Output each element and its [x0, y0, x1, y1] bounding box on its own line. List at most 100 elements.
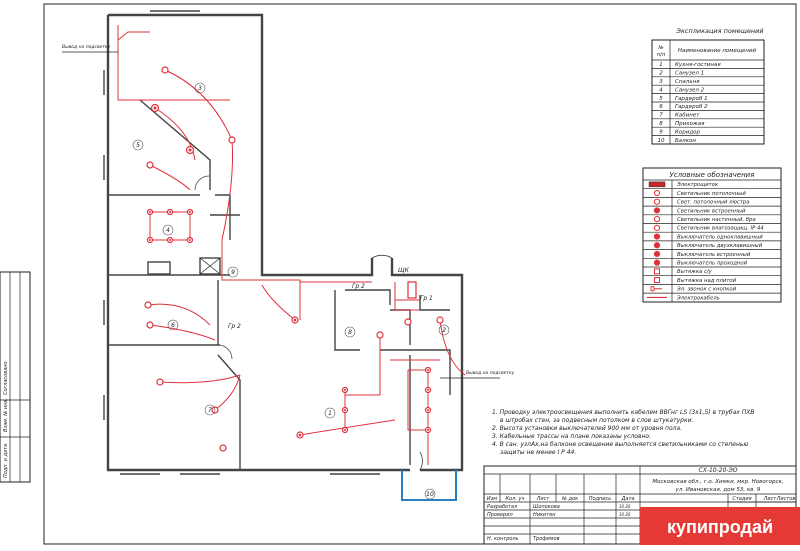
col-no-header: №: [657, 45, 663, 51]
note-line: 2. Высота установки выключателей 900 мм …: [492, 425, 682, 432]
side-stamp: Согласовано Взам. № инв. Подп. и дата: [0, 271, 31, 483]
header-izm: Изм: [487, 496, 497, 502]
light-fixtures: [144, 66, 444, 452]
explication-row-no: 5: [659, 96, 663, 102]
room-number: 4: [166, 227, 170, 234]
address-line-2: ул. Ивановская, дом 53, кв. 9: [675, 487, 761, 493]
explication-row-name: Гардероб 1: [675, 96, 708, 102]
date-checker: 10.20: [619, 512, 631, 517]
legend-label: Светильник влагозащищ. IP 44: [677, 226, 764, 232]
legend-label: Выключатель встроенный: [677, 252, 751, 258]
ceiling-light-icon: [228, 136, 236, 144]
room-number: 10: [426, 491, 434, 498]
explication-row-name: Санузел 1: [675, 71, 704, 77]
note-line: 4. В сан. узлАх,на балконе освещение вып…: [492, 441, 748, 448]
legend-label: Светильник встроенный: [677, 208, 746, 214]
legend-label: Вытяжка с/у: [677, 269, 713, 275]
room-number: 5: [136, 142, 140, 149]
switch-pass-icon: [653, 259, 661, 266]
explication-row-name: Прихожая: [675, 121, 705, 127]
legend-label: Выключатель одноклавишный: [677, 234, 763, 240]
room-number: 9: [231, 269, 235, 276]
ceiling-light-icon: [161, 66, 169, 74]
explication-row-no: 6: [659, 104, 663, 110]
header-sheets: Листов: [776, 496, 796, 502]
plan-labels: Вывод на подсветку Вывод на подсветку ЩК…: [62, 44, 515, 500]
room-number: 8: [348, 329, 352, 336]
moisture-light-icon: [436, 316, 444, 324]
hood-icon: [654, 277, 660, 284]
explication-row-name: Балкон: [675, 138, 696, 144]
header-stage: Стадия: [732, 496, 751, 502]
chandelier-icon: [653, 198, 661, 205]
date-developer: 10.20: [619, 504, 631, 509]
panel-icon: [648, 181, 666, 188]
ceiling-light-icon: [156, 378, 164, 386]
explication-table: Экспликация помещений № п/п Наименование…: [651, 27, 765, 145]
legend-title: Условные обозначения: [670, 171, 755, 179]
notes-block: 1. Проводку электроосвещения выполнить к…: [492, 409, 754, 456]
group1-label: Гр 1: [420, 295, 433, 302]
room-number: 7: [208, 407, 212, 414]
room-number: 6: [171, 322, 175, 329]
moisture-light-icon: [653, 224, 661, 231]
stamp-sign-date: Подп. и дата: [3, 444, 9, 478]
role-norm-control: Н. контроль: [487, 536, 519, 542]
cable-routes: [117, 25, 466, 465]
explication-row-no: 3: [659, 79, 663, 85]
switch-builtin-icon: [653, 250, 661, 258]
explication-row-name: Гардероб 2: [675, 104, 708, 110]
legend-label: Свет. потолочный люстра: [677, 200, 750, 206]
wall-light-icon: [653, 216, 661, 223]
svg-text:п/п: п/п: [657, 52, 666, 58]
outlet-top-label: Вывод на подсветку: [62, 44, 111, 50]
note-line: 3. Кабельные трассы на плане показаны ус…: [492, 433, 651, 440]
legend-label: Вытяжка над плитой: [677, 278, 737, 284]
header-list: Лист: [536, 496, 551, 502]
header-sign: Подпись: [589, 496, 612, 502]
legend-label: Электрощиток: [676, 182, 719, 188]
panel-icon: [407, 281, 417, 299]
note-line: 1. Проводку электроосвещения выполнить к…: [492, 409, 754, 416]
explication-row-name: Спальня: [675, 79, 700, 85]
wall-light-icon: [219, 444, 227, 452]
ceiling-light-icon: [653, 189, 661, 197]
explication-row-name: Кухня-гостиная: [675, 62, 721, 68]
switch-single-icon: [653, 233, 661, 240]
watermark-badge: купипродай: [640, 507, 800, 545]
panel-label: ЩК: [398, 267, 410, 274]
legend-label: Выключатель двухклавишный: [677, 243, 763, 249]
doc-code: СХ-10-20-ЭО: [699, 467, 738, 474]
legend-label: Электрокабель: [676, 295, 720, 301]
name-checker: Никитен: [533, 512, 556, 518]
note-line: защиты не менее I P 44.: [500, 449, 576, 456]
ceiling-light-icon: [146, 161, 154, 169]
stamp-inv-no: Взам. № инв.: [3, 398, 9, 432]
switch-double-icon: [653, 242, 661, 249]
address-line-1: Московская обл., г.о. Химки, мкр. Нового…: [652, 479, 783, 485]
moisture-light-icon: [404, 318, 412, 326]
header-kol: Кол. уч: [506, 496, 525, 502]
ceiling-light-icon: [144, 301, 152, 309]
header-sheet: Лист: [763, 496, 778, 502]
explication-row-no: 2: [659, 71, 663, 77]
legend-panel: Условные обозначения ЭлектрощитокСветиль…: [642, 167, 782, 303]
explication-row-no: 4: [659, 87, 663, 93]
legend-label: Светильник настенный, бра: [677, 217, 756, 223]
role-checker: Проверил: [487, 512, 513, 518]
exhaust-icon: [654, 268, 660, 275]
ceiling-light-icon: [146, 321, 154, 329]
legend-label: Светильник потолочный: [677, 191, 746, 197]
explication-title: Экспликация помещений: [675, 27, 763, 35]
name-developer: Шопокова: [533, 504, 560, 510]
role-developer: Разработал: [487, 504, 518, 510]
explication-row-no: 8: [659, 121, 663, 127]
explication-row-no: 10: [658, 138, 665, 144]
legend-label: Выключатель проходной: [677, 261, 748, 267]
explication-row-no: 7: [659, 113, 663, 119]
explication-row-name: Коридор: [675, 129, 701, 135]
explication-row-no: 1: [659, 62, 663, 68]
header-doc: № док: [561, 496, 578, 502]
outlet-right-label: Вывод на подсветку: [466, 370, 515, 376]
